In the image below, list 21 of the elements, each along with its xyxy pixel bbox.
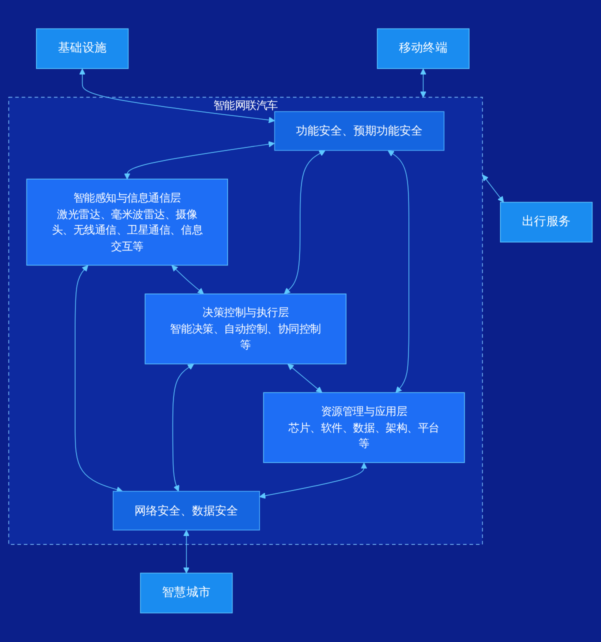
arrow [183,530,190,574]
arrow [288,364,322,394]
arrow [172,364,194,492]
node-box: 智能感知与信息通信层 激光雷达、毫米波雷达、摄像头、无线通信、卫星通信、信息交互等 [26,178,228,266]
node-box: 功能安全、预期功能安全 [274,111,444,151]
node-box: 基础设施 [36,28,129,70]
node-box: 出行服务 [500,202,593,243]
node-box: 资源管理与应用层 芯片、软件、数据、架构、平台等 [263,392,465,464]
arrow [284,150,326,294]
arrow [388,150,410,394]
node-box: 智慧城市 [140,572,233,614]
node-box: 决策控制与执行层 智能决策、自动控制、协同控制等 [144,294,346,364]
arrow [172,265,204,294]
arrow [79,68,275,124]
arrow [74,265,123,493]
arrow [420,68,426,98]
node-box: 网络安全、数据安全 [112,491,260,531]
arrow [259,462,368,499]
arrow [124,141,275,180]
arrow [482,174,504,203]
node-box: 移动终端 [376,28,470,70]
